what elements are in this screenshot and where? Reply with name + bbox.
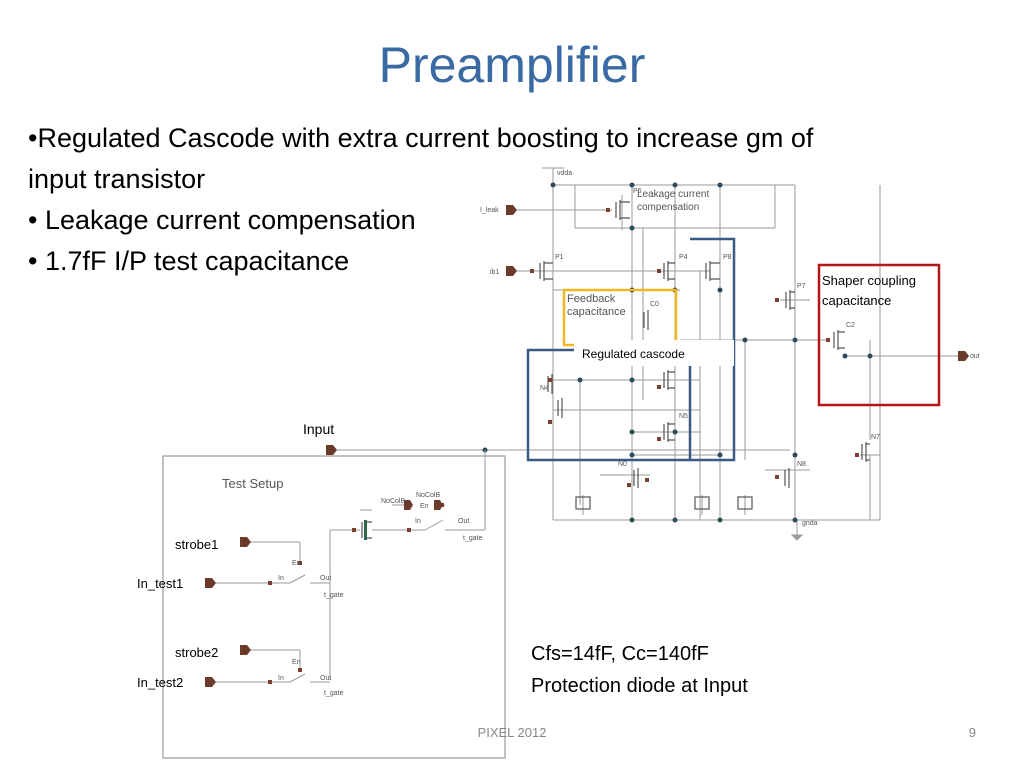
in-test1-label: In_test1 (137, 576, 183, 591)
bullet-list: •Regulated Cascode with extra current bo… (28, 118, 968, 282)
gnda-label: gnda (802, 520, 818, 527)
p4-label: P4 (679, 254, 688, 261)
bullet-1: •Regulated Cascode with extra current bo… (28, 123, 814, 153)
switch2-out-label: Out (320, 575, 331, 582)
switch2-tgate-label: t_gate (324, 592, 344, 599)
slide-title: Preamplifier (378, 37, 646, 93)
transistor-symbols (539, 200, 870, 510)
shaper-coupling-callout: Shaper coupling capacitance (817, 263, 941, 407)
strobe2-label: strobe2 (175, 645, 218, 660)
pin-markers (530, 208, 859, 487)
p1-label: P1 (555, 254, 564, 261)
switch3-out-label: Out (320, 675, 331, 682)
in-test2-label: In_test2 (137, 675, 183, 690)
n5-label: N5 (679, 413, 688, 420)
switch1-tgate-label: t_gate (463, 535, 483, 542)
p7-label: P7 (797, 283, 806, 290)
ib1-label: ib1 (490, 269, 499, 276)
port-strobe2 (240, 645, 251, 655)
switch2-in-label: In (278, 575, 284, 582)
switch1-in-label: In (415, 518, 421, 525)
nocolb-label-2: NoColB (416, 492, 440, 499)
vdda-label: vdda (557, 170, 572, 177)
p8-label: P8 (723, 254, 732, 261)
notes-block: Cfs=14fF, Cc=140fF Protection diode at I… (531, 638, 748, 702)
shaper-label-line2: capacitance (822, 293, 891, 308)
p6-label: P6 (633, 188, 642, 195)
i-leak-label: I_leak (480, 207, 499, 214)
page-number: 9 (968, 725, 976, 740)
bullet-1-continuation: input transistor (28, 164, 206, 194)
switch3-in-label: In (278, 675, 284, 682)
port-in-test1 (205, 578, 216, 588)
note-protection-diode: Protection diode at Input (531, 675, 748, 697)
shaper-label-line1: Shaper coupling (822, 273, 916, 288)
n0-label: N0 (618, 461, 627, 468)
port-in-test2 (205, 677, 216, 687)
junction-dots (482, 182, 873, 523)
n7-label: N7 (871, 434, 880, 441)
input-label: Input (303, 421, 334, 437)
bullet-3: • 1.7fF I/P test capacitance (28, 246, 350, 276)
port-input (326, 445, 337, 455)
feedback-label-line1: Feedback (567, 293, 616, 305)
port-strobe1 (240, 537, 251, 547)
test-setup-title: Test Setup (222, 476, 283, 491)
bullet-2: • Leakage current compensation (28, 205, 416, 235)
regulated-cascode-label: Regulated cascode (582, 347, 685, 361)
test-setup-block: Test Setup (137, 450, 506, 759)
port-ib1 (506, 266, 517, 276)
switch3-en-label: En (292, 659, 301, 666)
feedback-label-line2: capacitance (567, 306, 626, 318)
leakage-label-line1: Leakage current (637, 189, 709, 200)
switch2-en-label: En (292, 560, 301, 567)
n8-label: N8 (797, 461, 806, 468)
out-label: out (970, 353, 980, 360)
nocolb-label-1: NoColB (381, 498, 405, 505)
c2-label: C2 (846, 322, 855, 329)
n4-label: N4 (540, 385, 549, 392)
leakage-label-line2: compensation (637, 202, 699, 213)
strobe1-label: strobe1 (175, 537, 218, 552)
switch1-en-label: En (420, 503, 429, 510)
port-i-leak (506, 205, 517, 215)
regulated-cascode-callout: Regulated cascode (526, 237, 736, 462)
c0-label: C0 (650, 301, 659, 308)
note-capacitances: Cfs=14fF, Cc=140fF (531, 643, 709, 665)
switch3-tgate-label: t_gate (324, 690, 344, 697)
port-out (958, 351, 969, 361)
footer-text: PIXEL 2012 (477, 725, 547, 740)
switch1-out-label: Out (458, 518, 469, 525)
feedback-capacitance-callout: Feedback capacitance (562, 288, 678, 347)
